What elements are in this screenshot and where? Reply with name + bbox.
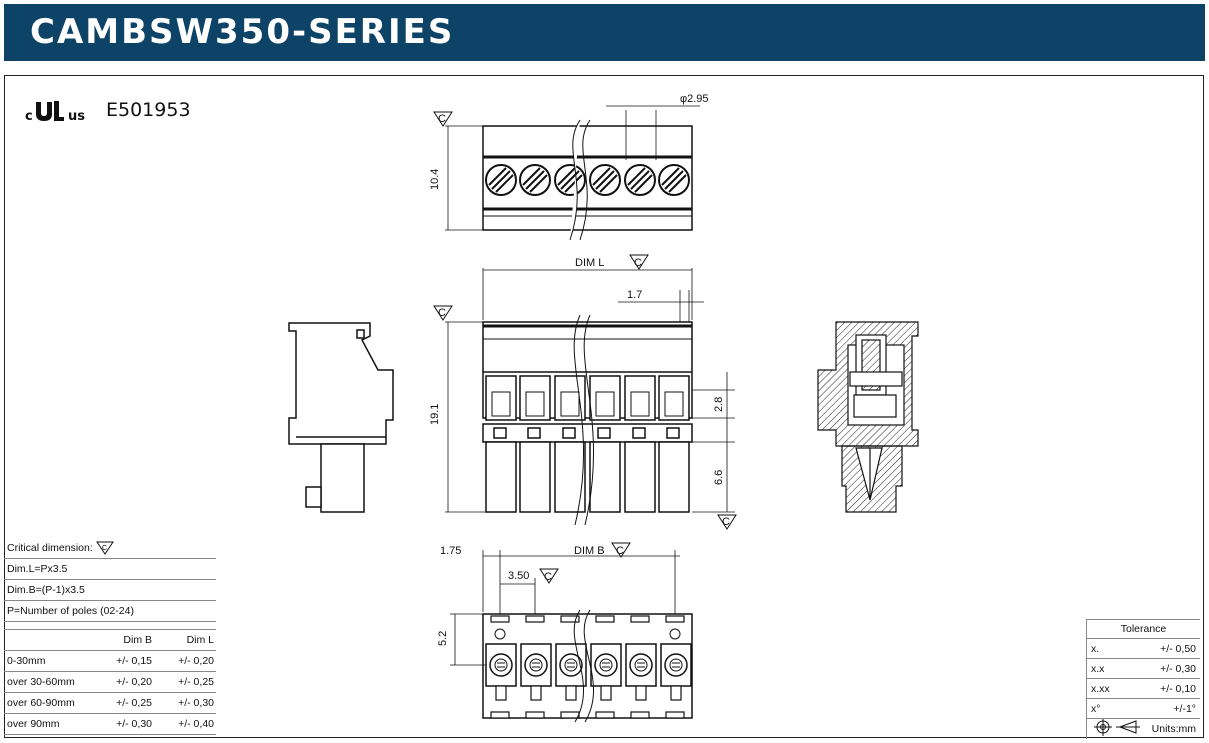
dim-b-formula: Dim.B=(P-1)x3.5 xyxy=(4,580,216,601)
header-bar: CAMBSW350-SERIES xyxy=(4,4,1205,61)
header-dim-l: Dim L xyxy=(186,634,214,646)
cell-range: over 90mm xyxy=(7,718,60,730)
cell-range: over 30-60mm xyxy=(7,676,75,688)
cell-dim-l: +/- 0,25 xyxy=(178,676,214,688)
table-row: 0-30mm +/- 0,15 +/- 0,20 xyxy=(4,651,216,672)
dim-pitch-small: 1.7 xyxy=(627,289,642,301)
critical-dimension-icon: C xyxy=(95,541,114,555)
front-view: DIM L C 1.7 xyxy=(429,254,737,530)
svg-text:C: C xyxy=(438,307,446,319)
svg-text:C: C xyxy=(722,516,730,528)
ul-logo-icon: c us xyxy=(25,101,85,122)
table-row: x° +/-1° xyxy=(1087,699,1200,719)
cell-precision: x.xx xyxy=(1091,682,1110,695)
table-header-row: Dim B Dim L xyxy=(4,630,216,651)
svg-text:C: C xyxy=(616,545,624,557)
poles-note: P=Number of poles (02-24) xyxy=(4,601,216,622)
critical-label: Critical dimension: xyxy=(7,542,93,554)
table-row: over 60-90mm +/- 0,25 +/- 0,30 xyxy=(4,693,216,714)
table-row: x.xx +/- 0,10 xyxy=(1087,679,1200,699)
side-view-left xyxy=(288,322,394,513)
cell-dim-b: +/- 0,15 xyxy=(116,655,152,667)
cell-tolerance: +/- 0,10 xyxy=(1160,682,1196,695)
cell-precision: x. xyxy=(1091,642,1100,655)
cell-tolerance: +/-1° xyxy=(1173,702,1196,715)
dim-5-2: 5.2 xyxy=(437,631,449,646)
svg-text:us: us xyxy=(68,109,85,122)
table-row: over 90mm +/- 0,30 +/- 0,40 xyxy=(4,714,216,735)
svg-text:C: C xyxy=(438,113,446,125)
cell-dim-b: +/- 0,30 xyxy=(116,718,152,730)
dim-diameter: φ2.95 xyxy=(680,93,709,105)
units-row: Units:mm xyxy=(1087,719,1200,739)
cell-dim-b: +/- 0,20 xyxy=(116,676,152,688)
certification-number: E501953 xyxy=(106,99,191,121)
dim-pitch: 3.50 xyxy=(508,570,529,582)
dim-l: DIM L xyxy=(575,257,604,269)
cell-dim-l: +/- 0,40 xyxy=(178,718,214,730)
dim-height-top: 10.4 xyxy=(429,169,441,190)
table-row: over 30-60mm +/- 0,20 +/- 0,25 xyxy=(4,672,216,693)
dim-l-formula: Dim.L=Px3.5 xyxy=(4,559,216,580)
critical-dimension-note: Critical dimension: C xyxy=(4,538,216,559)
certification: c us E501953 xyxy=(24,98,191,122)
cell-tolerance: +/- 0,30 xyxy=(1160,662,1196,675)
header-dim-b: Dim B xyxy=(123,634,152,646)
svg-text:C: C xyxy=(544,571,552,583)
cell-range: 0-30mm xyxy=(7,655,46,667)
notes-table: Critical dimension: C Dim.L=Px3.5 Dim.B=… xyxy=(4,538,216,735)
drawing-frame xyxy=(4,75,1204,738)
dim-offset: 1.75 xyxy=(440,545,461,557)
cell-precision: x.x xyxy=(1091,662,1105,675)
dim-6-6: 6.6 xyxy=(713,470,725,485)
table-row: x.x +/- 0,30 xyxy=(1087,659,1200,679)
section-view-right xyxy=(817,321,919,513)
svg-text:C: C xyxy=(634,257,642,269)
table-spacer xyxy=(4,622,216,630)
dim-2-8: 2.8 xyxy=(713,397,725,412)
bottom-view: 1.75 DIM B C 3.50 C xyxy=(437,542,693,723)
tolerance-title: Tolerance xyxy=(1087,619,1200,639)
dim-b: DIM B xyxy=(574,545,605,557)
dim-height-front: 19.1 xyxy=(429,404,441,425)
general-tolerance-table: Tolerance x. +/- 0,50 x.x +/- 0,30 x.xx … xyxy=(1086,619,1200,739)
projection-symbol-icon xyxy=(1094,718,1140,736)
table-row: x. +/- 0,50 xyxy=(1087,639,1200,659)
page-title: CAMBSW350-SERIES xyxy=(30,12,455,52)
units-label: Units:mm xyxy=(1151,723,1196,735)
svg-text:c: c xyxy=(25,109,33,122)
cell-tolerance: +/- 0,50 xyxy=(1160,642,1196,655)
cell-dim-b: +/- 0,25 xyxy=(116,697,152,709)
cell-range: over 60-90mm xyxy=(7,697,75,709)
cell-precision: x° xyxy=(1091,702,1101,715)
svg-text:C: C xyxy=(102,545,107,552)
top-view: φ2.95 C 10.4 xyxy=(429,93,709,241)
cell-dim-l: +/- 0,30 xyxy=(178,697,214,709)
cell-dim-l: +/- 0,20 xyxy=(178,655,214,667)
